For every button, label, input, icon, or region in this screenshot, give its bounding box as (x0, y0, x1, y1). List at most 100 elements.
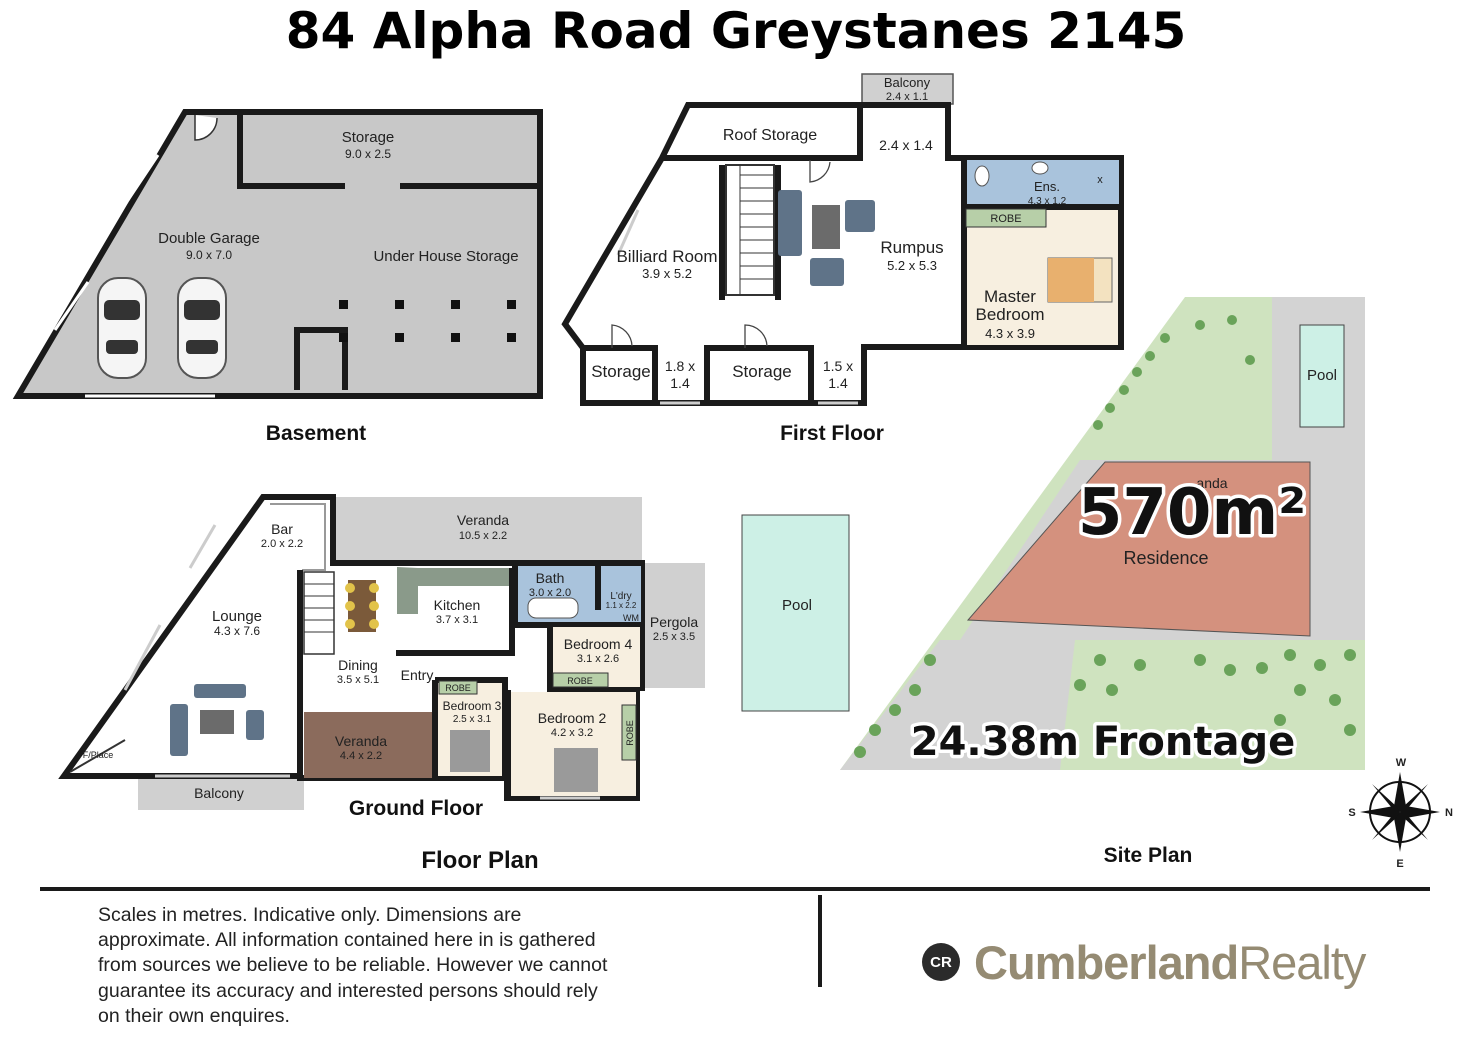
room-dimensions: 1.8 x (665, 358, 695, 374)
page-title: 84 Alpha Road Greystanes 2145 (285, 2, 1187, 60)
window (188, 524, 217, 569)
land-area: 570m² (1078, 476, 1306, 550)
wall (512, 566, 641, 628)
room-dimensions: 1.1 x 2.2 (606, 601, 637, 610)
furniture (778, 190, 875, 286)
bed-icon (554, 748, 598, 792)
robe (438, 680, 478, 695)
robe-label: ROBE (625, 720, 635, 746)
car-icon (97, 277, 147, 379)
room-label: Ens. (1034, 179, 1060, 194)
room-label: Bedroom (976, 305, 1045, 324)
room-label: Bedroom 4 (564, 636, 633, 652)
room-label: Bedroom 2 (538, 710, 607, 726)
room-label: Storage (591, 362, 651, 381)
veranda-label: anda (1196, 475, 1227, 491)
room-dimensions: 5.2 x 5.3 (887, 258, 937, 273)
paving (840, 640, 1075, 770)
room-dimensions: 4.3 x 7.6 (214, 624, 260, 638)
first-floor-plan: Balcony 2.4 x 1.1 ROBE (561, 73, 1124, 445)
room-dimensions: 3.0 x 2.0 (529, 587, 571, 599)
robe-label: ROBE (445, 683, 471, 693)
window (53, 281, 90, 331)
compass-label-s: S (1348, 807, 1355, 819)
room-label: Kitchen (434, 597, 481, 613)
room-dimensions: 2.4 x 1.1 (886, 91, 928, 103)
section-label-first-floor: First Floor (780, 422, 884, 445)
door-arc (809, 160, 831, 183)
appliance-label: WM (623, 613, 639, 623)
room-label: Billiard Room (616, 247, 717, 266)
logo-word-realty: Realty (1238, 935, 1366, 989)
basin-icon (1031, 161, 1049, 175)
door-arc (611, 324, 633, 348)
room-dimensions: 4.2 x 3.2 (551, 727, 593, 739)
room-label: Rumpus (880, 238, 943, 257)
furniture (170, 684, 264, 756)
pool (1299, 324, 1345, 428)
wall (547, 625, 640, 693)
compass-icon (1360, 772, 1440, 852)
pergola (644, 563, 705, 688)
room-label: Lounge (212, 608, 262, 625)
room-dimensions: 3.5 x 5.1 (337, 674, 379, 686)
shower-icon: x (1097, 174, 1103, 186)
bed-icon (450, 730, 490, 772)
pool-label: Pool (782, 597, 812, 614)
room-label: Bar (271, 521, 293, 537)
robe-label: ROBE (567, 676, 593, 686)
room-label: Balcony (884, 75, 931, 90)
room-label: Entry (401, 667, 434, 683)
room-dimensions: 2.5 x 3.5 (653, 631, 695, 643)
room-label: Master (984, 287, 1036, 306)
robe-label: ROBE (990, 213, 1021, 225)
room-dimensions: 4.3 x 1.2 (1028, 196, 1067, 207)
disclaimer-text: Scales in metres. Indicative only. Dimen… (98, 904, 608, 1027)
residence-label: Residence (1123, 548, 1208, 568)
bed-icon (1048, 258, 1094, 302)
room-dimensions: 2.5 x 3.1 (453, 714, 492, 725)
support-columns (339, 300, 516, 342)
staircase (725, 164, 775, 296)
door-arc (744, 324, 768, 348)
frontage-label: 24.38m Frontage (911, 719, 1295, 765)
robe (621, 704, 637, 761)
room-dimensions: 2.4 x 1.4 (879, 137, 933, 153)
door-arc (194, 115, 218, 141)
room-label: Dining (338, 657, 378, 673)
ground-floor-plan: Bar 2.0 x 2.2 Veranda 10.5 x 2.2 Bath 3.… (58, 494, 705, 874)
room-label: Bath (536, 570, 565, 586)
pool-label: Pool (1307, 367, 1337, 384)
compass-label-n: N (1445, 807, 1453, 819)
kitchen-bench (397, 568, 512, 586)
robe (965, 208, 1047, 228)
room-dimensions: 3.9 x 5.2 (642, 266, 692, 281)
basement-wall (237, 120, 345, 189)
wall (662, 105, 863, 161)
chairs (345, 583, 379, 629)
room-label: Double Garage (158, 230, 260, 247)
window (616, 209, 640, 256)
section-label-ground-floor: Ground Floor (349, 797, 483, 820)
window (126, 154, 160, 201)
toilet-icon (974, 165, 990, 187)
logo-word-cumberland: Cumberland (974, 935, 1239, 989)
bar (270, 503, 326, 571)
room-dimensions: 4.4 x 2.2 (340, 750, 382, 762)
room-dimensions: 2.0 x 2.2 (261, 538, 303, 550)
room-dimensions: 3.7 x 3.1 (436, 614, 478, 626)
room-dimensions: 4.3 x 3.9 (985, 326, 1035, 341)
section-label-basement: Basement (266, 422, 366, 445)
basement-wall (294, 327, 348, 390)
veranda-front (304, 712, 432, 778)
basement-plan: Storage 9.0 x 2.5 Double Garage 9.0 x 7.… (12, 109, 543, 445)
room-dimensions: 3.1 x 2.6 (577, 653, 619, 665)
bathtub-icon (527, 597, 579, 619)
room-label: F/Place (83, 750, 114, 760)
room-label: Storage (732, 362, 792, 381)
wall (583, 345, 658, 403)
veranda-top (333, 497, 642, 563)
compass-label-w: W (1396, 757, 1407, 769)
room-label: Bedroom 3 (443, 699, 502, 713)
